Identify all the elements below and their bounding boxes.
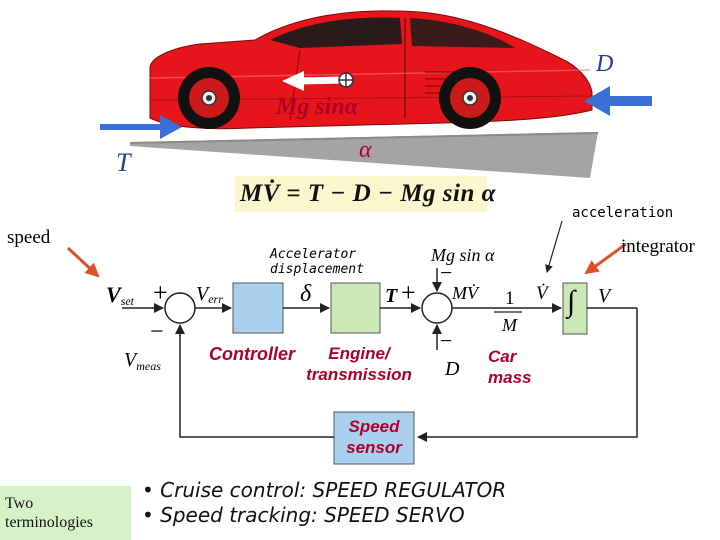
integrator-pointer-arrow [584,242,627,275]
speed-sensor-label: Speed sensor [346,417,402,458]
drag-force-label: D [596,51,614,77]
equation-highlight [235,176,487,212]
minus-sign-feedback: − [150,319,164,345]
mv-dot-label: MV̇ [452,283,478,303]
integral-symbol: ∫ [567,285,576,318]
terminology-bullets: • Cruise control: SPEED REGULATOR • Spee… [142,478,506,528]
engine-transmission-label: Engine/ transmission [306,344,412,385]
drag-input-label: D [445,358,460,380]
terminologies-box [0,486,131,540]
equation-of-motion: MV̇ = T − D − Mg sin α [240,180,496,207]
bullet-cruise-control: • Cruise control: SPEED REGULATOR [142,478,507,502]
plus-sign-setpoint: + [153,278,168,307]
speed-pointer-arrow [66,246,100,278]
acceleration-label: acceleration [572,205,674,221]
road-incline [130,132,598,178]
incline-angle-label: α [359,137,372,163]
terminologies-label: Two terminologies [5,495,93,532]
integrator-block [562,282,588,335]
rear-wheel [439,67,501,129]
car-window [270,17,402,48]
minus-sign-drag: − [440,328,453,353]
acceleration-pointer-arrow [545,220,563,273]
gravity-component-label: Mg sinα [276,94,358,120]
v-set-label: Vset [106,282,135,308]
v-dot-label: V̇ [536,283,548,304]
accelerator-displacement-label: Accelerator displacement [270,247,364,277]
speed-label: speed [7,227,51,248]
mg-sin-alpha-label: Mg sin α [431,245,495,265]
v-err-label: Verr [196,283,223,306]
v-meas-label: Vmeas [124,349,161,373]
fraction-denominator: M [502,315,517,335]
car-mass-label: Car mass [488,347,532,388]
force-summing-junction [421,292,453,324]
controller-block [232,282,284,334]
error-summing-junction [164,292,196,324]
bullet-speed-tracking: • Speed tracking: SPEED SERVO [142,503,465,527]
speed-sensor-block [333,411,415,465]
integrator-label: integrator [621,236,695,257]
v-output-label: V [598,285,611,307]
thrust-force-arrow [100,115,182,139]
engine-transmission-block [330,282,381,334]
front-wheel [178,67,240,129]
controller-label: Controller [209,344,296,364]
fraction-numerator: 1 [505,288,515,309]
car-window-rear [410,18,515,48]
delta-label: δ [300,281,312,307]
gravity-arrow [282,71,354,91]
plus-sign-torque: + [401,278,416,307]
drag-force-arrow [584,86,652,116]
torque-label: T [385,285,398,307]
minus-sign-gravity: − [440,260,453,285]
thrust-force-label: T [116,148,131,177]
road-surface [130,132,598,144]
